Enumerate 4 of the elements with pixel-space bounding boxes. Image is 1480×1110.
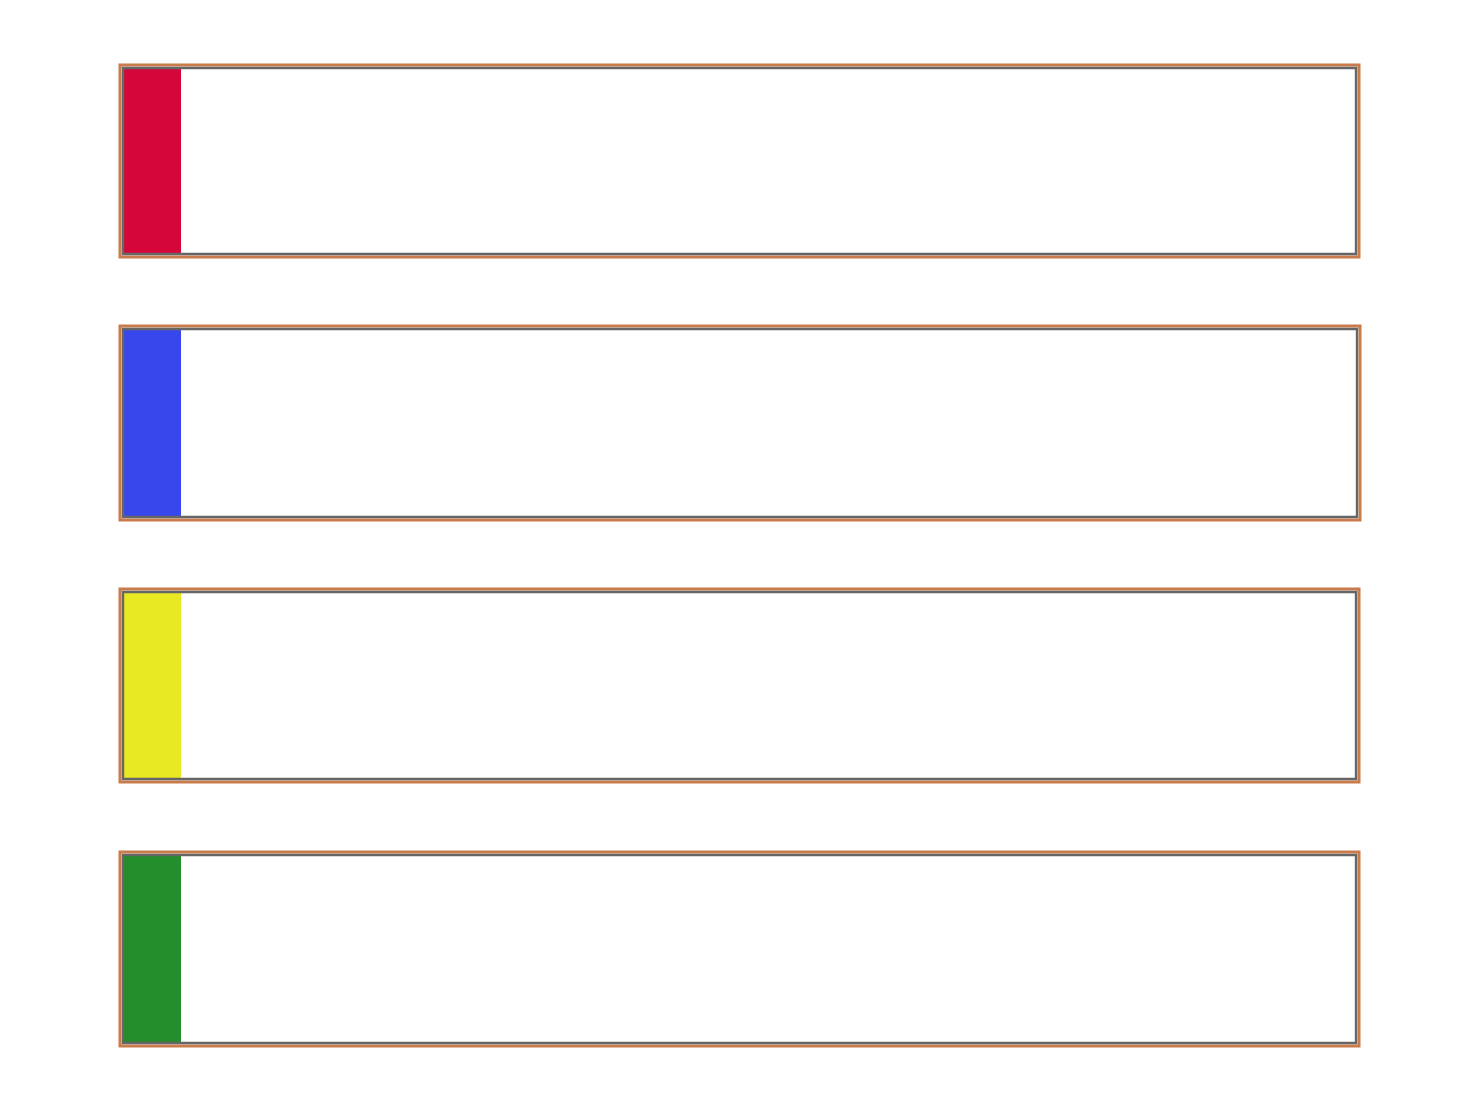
panel-box bbox=[118, 63, 1361, 259]
panel-box bbox=[118, 324, 1362, 522]
panel-box bbox=[118, 587, 1361, 784]
panel-box bbox=[118, 850, 1361, 1048]
